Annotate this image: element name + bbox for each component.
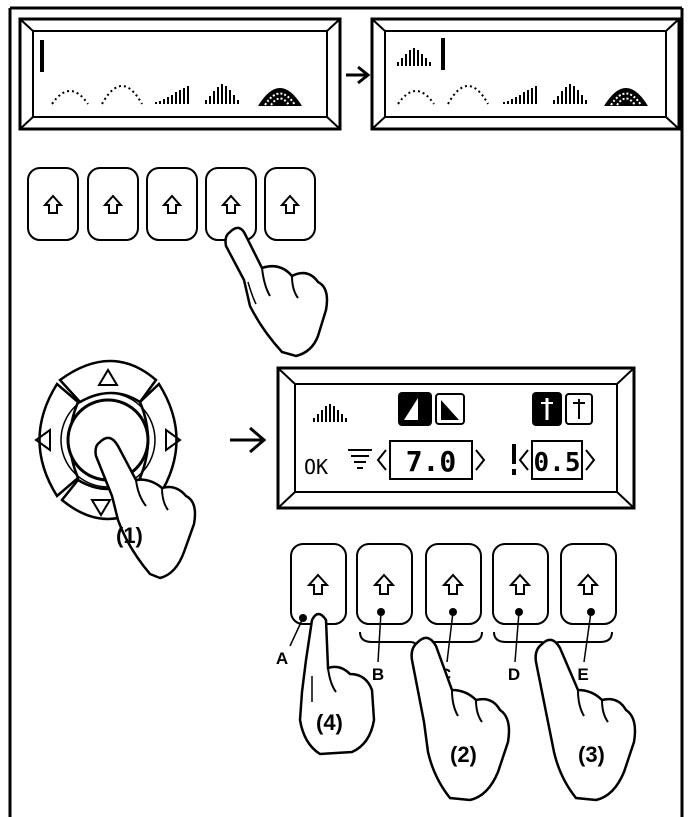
label-d: D [508, 665, 520, 684]
pointing-hand-icon [534, 638, 637, 802]
right-arrow-icon [346, 65, 371, 85]
triangle-up-icon [97, 368, 119, 386]
up-arrow-icon [279, 194, 301, 214]
key-a[interactable] [290, 543, 347, 625]
up-arrow-icon [576, 573, 600, 595]
stitch-pattern-satin-icon [553, 84, 587, 104]
stitch-length-icon [532, 392, 593, 426]
pattern-key-2[interactable] [87, 167, 139, 241]
length-decrease-icon [518, 449, 529, 471]
pattern-key-4[interactable] [205, 167, 257, 241]
label-e: E [577, 665, 588, 684]
text-cursor [441, 38, 445, 70]
key-b[interactable] [356, 543, 413, 625]
triangle-right-icon [165, 428, 182, 452]
up-arrow-icon [508, 573, 532, 595]
pointing-hand-icon [298, 612, 376, 756]
pattern-key-1[interactable] [27, 167, 79, 241]
stitch-pattern-satin-icon [205, 84, 239, 104]
ok-label: OK [304, 455, 328, 479]
triangle-down-icon [90, 499, 112, 517]
stitch-width-icon [398, 392, 465, 426]
right-arrow-icon [230, 426, 267, 454]
outer-frame [8, 6, 684, 817]
callout-step-3: (3) [578, 742, 605, 767]
pointing-hand-icon [224, 226, 329, 358]
pattern-key-5[interactable] [264, 167, 316, 241]
up-arrow-icon [441, 573, 465, 595]
length-value: 0.5 [534, 448, 581, 478]
key-e[interactable] [560, 543, 617, 625]
stitch-pattern-arc-large-icon [447, 85, 489, 105]
selected-stitch-satin-icon [313, 404, 347, 422]
callout-step-1: (1) [116, 523, 143, 548]
up-arrow-icon [220, 194, 242, 214]
callout-step-4: (4) [316, 710, 343, 735]
text-cursor [40, 40, 44, 72]
selected-stitch-satin-icon [397, 48, 431, 66]
pattern-key-3[interactable] [146, 167, 198, 241]
up-arrow-icon [102, 194, 124, 214]
lcd-display-after [370, 17, 681, 131]
up-arrow-icon [42, 194, 64, 214]
stitch-pattern-arc-small-icon [51, 90, 89, 105]
stitch-pattern-arc-small-icon [397, 90, 435, 105]
label-b: B [372, 665, 384, 684]
triangle-left-icon [34, 428, 51, 452]
up-arrow-icon [161, 194, 183, 214]
length-increase-icon [585, 449, 596, 471]
stitch-pattern-ramp-icon [503, 86, 537, 104]
stitch-pattern-ramp-icon [155, 86, 189, 104]
length-indicator-icon [512, 444, 516, 475]
width-decrease-icon [376, 449, 387, 471]
stitch-pattern-arc-large-icon [101, 85, 143, 105]
width-increase-icon [475, 449, 486, 471]
up-arrow-icon [372, 573, 396, 595]
key-d[interactable] [492, 543, 549, 625]
key-c[interactable] [425, 543, 482, 625]
lcd-settings-display: OK 7.0 0.5 [276, 366, 636, 510]
pointing-hand-icon [94, 436, 197, 580]
stitch-pattern-scallop-icon [258, 88, 302, 106]
tension-icon [348, 449, 372, 469]
callout-step-2: (2) [450, 742, 477, 767]
pointing-hand-icon [410, 636, 511, 802]
label-a: A [276, 649, 288, 668]
lcd-display-before [18, 17, 342, 131]
width-value: 7.0 [406, 445, 457, 478]
up-arrow-icon [306, 573, 330, 595]
dpad-up-button[interactable] [58, 359, 158, 404]
stitch-pattern-scallop-icon [604, 88, 648, 106]
